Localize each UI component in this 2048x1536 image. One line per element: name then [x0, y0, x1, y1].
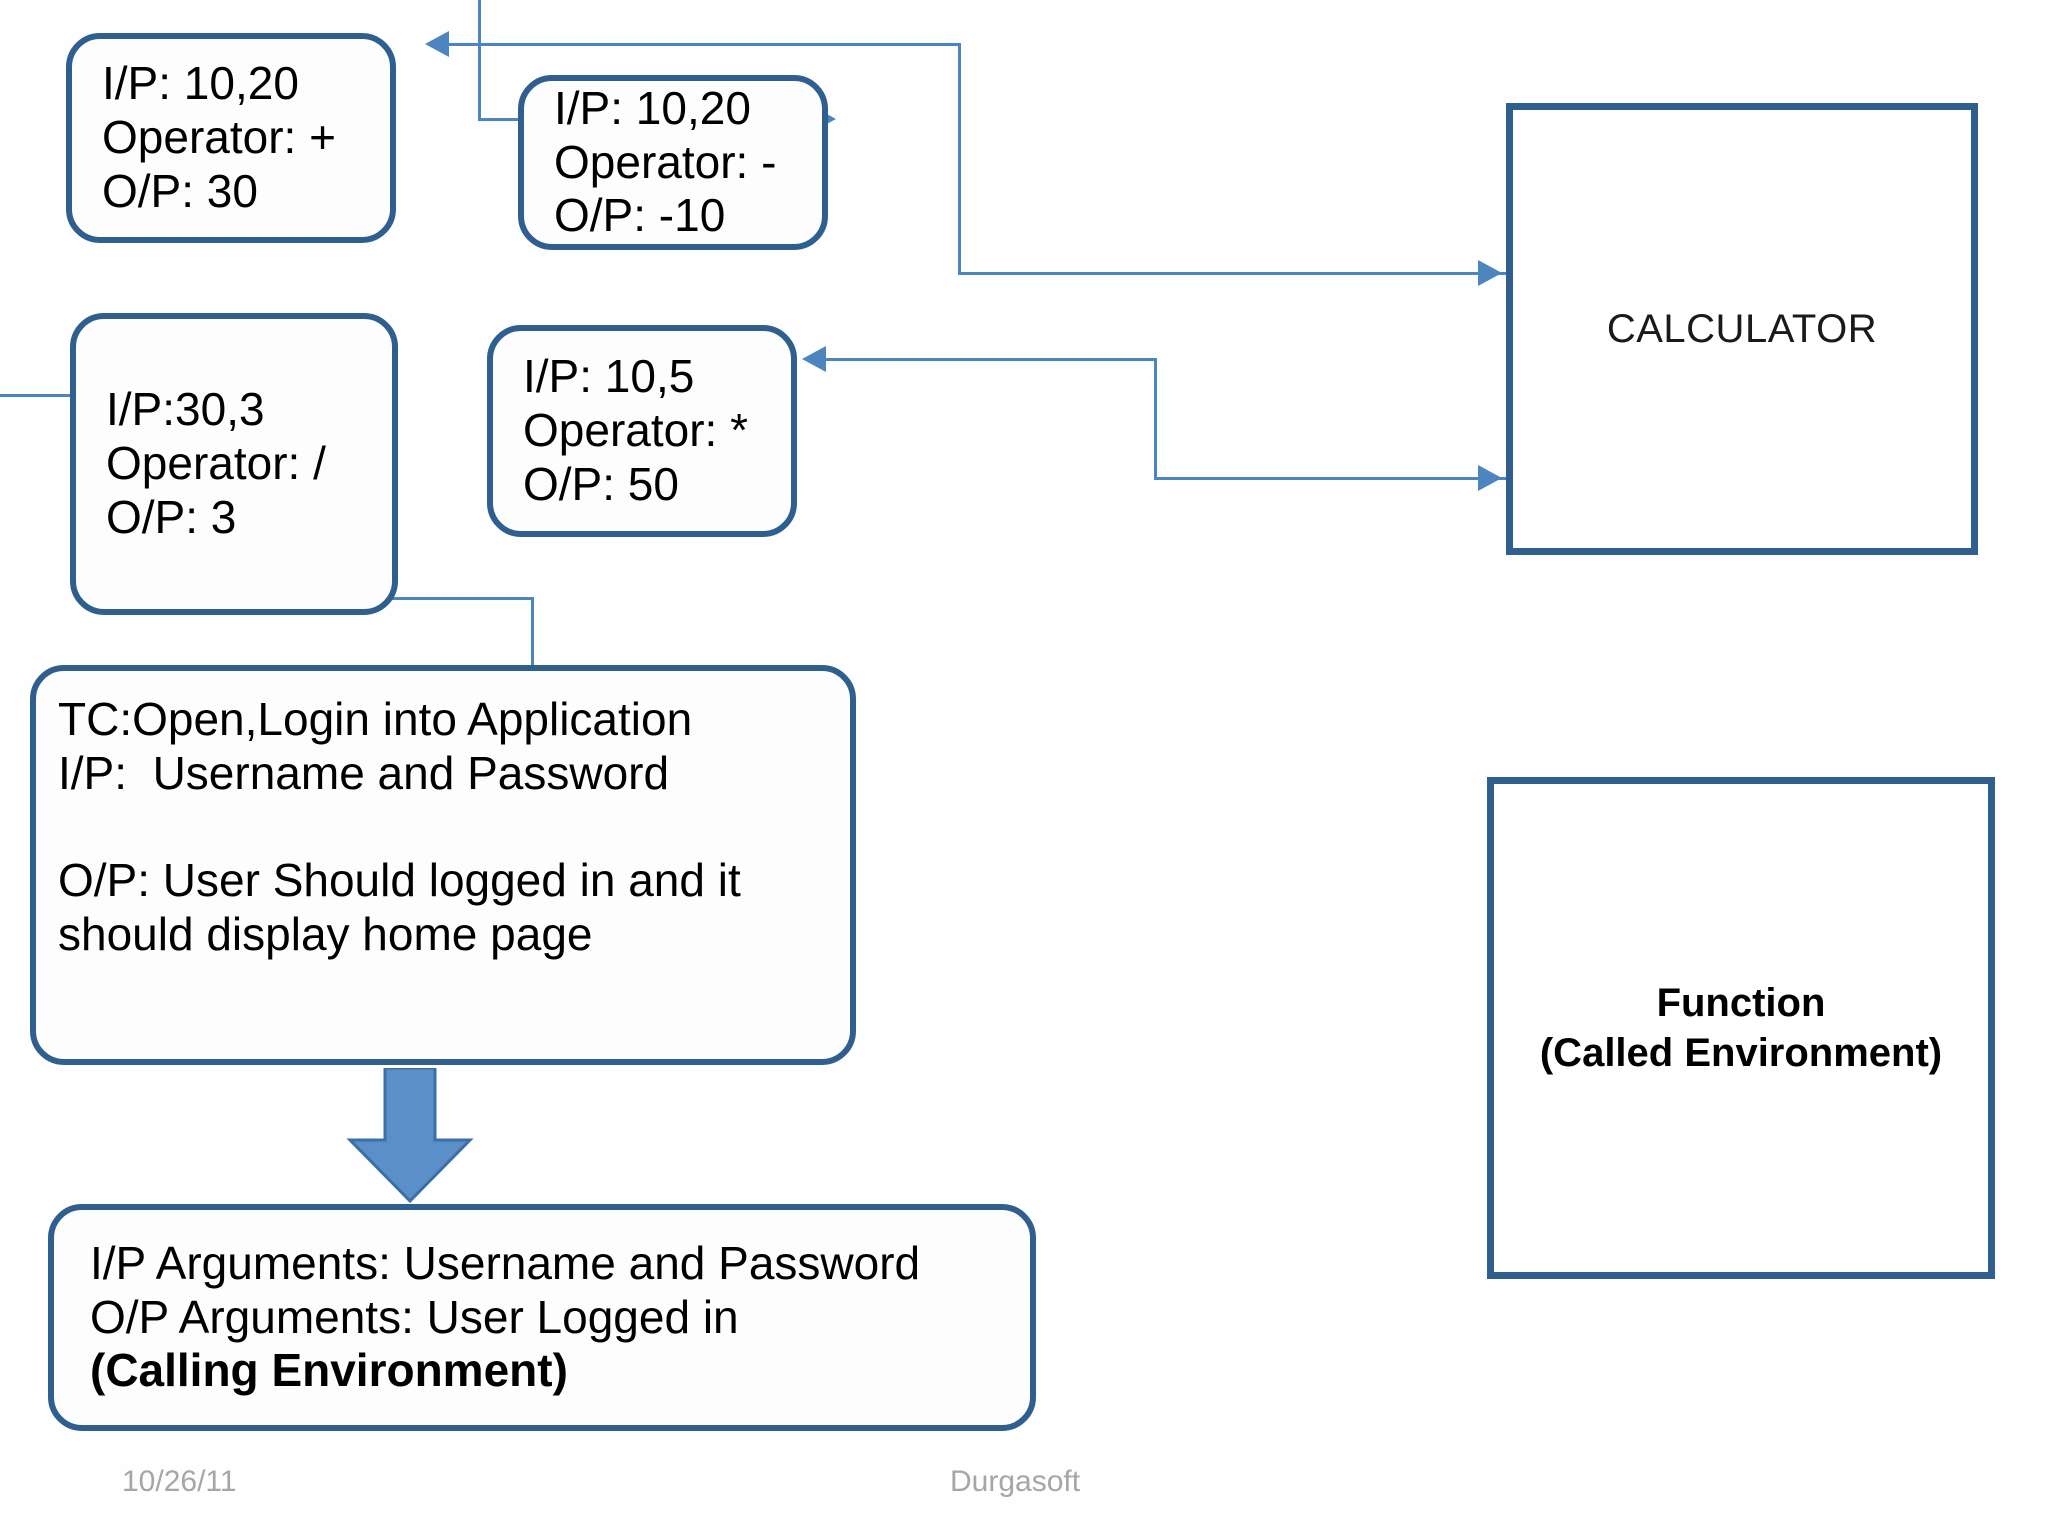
- connector-calc-to-multiply-vertical: [1154, 358, 1157, 479]
- testcase-subtract-line-2: Operator: -: [554, 135, 777, 188]
- testcase-multiply-line-2: Operator: *: [523, 404, 748, 457]
- testcase-add-line-3: O/P: 30: [102, 164, 258, 217]
- function-called-environment-box[interactable]: Function (Called Environment): [1487, 777, 1995, 1279]
- connector-subtract-to-calc-arrowhead: [1478, 260, 1502, 286]
- connector-top-into-subtract-vertical: [478, 0, 481, 118]
- footer-date: 10/26/11: [122, 1465, 237, 1498]
- testcase-add-line-2: Operator: +: [102, 111, 336, 164]
- login-testcase-line-1: TC:Open,Login into Application: [58, 693, 693, 745]
- login-testcase-spacer: [36, 801, 850, 855]
- connector-subtract-to-calc-top: [820, 43, 960, 46]
- calling-environment-line-3: (Calling Environment): [90, 1344, 568, 1397]
- connector-calc-to-multiply-horizontal: [1154, 477, 1506, 480]
- calling-environment-box[interactable]: I/P Arguments: Username and Password O/P…: [48, 1204, 1036, 1431]
- calculator-label: CALCULATOR: [1606, 306, 1878, 351]
- login-testcase-line-2: I/P: Username and Password: [58, 746, 670, 799]
- testcase-subtract-line-1: I/P: 10,20: [554, 81, 751, 134]
- testcase-subtract-line-3: O/P: -10: [554, 189, 726, 242]
- testcase-divide-line-3: O/P: 3: [106, 490, 237, 543]
- testcase-box-subtract[interactable]: I/P: 10,20 Operator: - O/P: -10: [518, 75, 828, 250]
- connector-login-to-divide-vertical: [531, 597, 534, 723]
- testcase-divide-line-2: Operator: /: [106, 437, 326, 490]
- function-label: Function (Called Environment): [1539, 981, 1943, 1075]
- testcase-multiply-line-3: O/P: 50: [523, 457, 679, 510]
- testcase-multiply-line-1: I/P: 10,5: [523, 350, 695, 403]
- testcase-divide-line-1: I/P:30,3: [106, 383, 265, 436]
- login-testcase-line-5: should display home page: [58, 908, 593, 961]
- testcase-box-divide[interactable]: I/P:30,3 Operator: / O/P: 3: [70, 313, 398, 615]
- login-testcase-box[interactable]: TC:Open,Login into Application I/P: User…: [30, 665, 856, 1065]
- connector-subtract-to-calc-horizontal: [958, 272, 1506, 275]
- footer-brand: Durgasoft: [950, 1465, 1081, 1498]
- calculator-box[interactable]: CALCULATOR: [1506, 103, 1978, 555]
- connector-calc-to-multiply-arrowhead-calc: [1478, 465, 1502, 491]
- connector-calc-to-multiply-arrowhead-box: [802, 346, 826, 372]
- connector-calc-to-add-vertical: [958, 43, 961, 273]
- calling-environment-line-2: O/P Arguments: User Logged in: [90, 1290, 739, 1343]
- connector-calc-to-add-horizontal: [449, 43, 960, 46]
- testcase-add-line-1: I/P: 10,20: [102, 57, 299, 110]
- block-down-arrow: [345, 1066, 475, 1204]
- calling-environment-line-1: I/P Arguments: Username and Password: [90, 1236, 921, 1289]
- connector-calc-to-add-arrowhead: [425, 31, 449, 57]
- connector-calc-to-multiply-upper: [826, 358, 1156, 361]
- testcase-box-multiply[interactable]: I/P: 10,5 Operator: * O/P: 50: [487, 325, 797, 537]
- login-testcase-line-4: O/P: User Should logged in and it: [58, 854, 741, 907]
- testcase-box-add[interactable]: I/P: 10,20 Operator: + O/P: 30: [66, 33, 396, 243]
